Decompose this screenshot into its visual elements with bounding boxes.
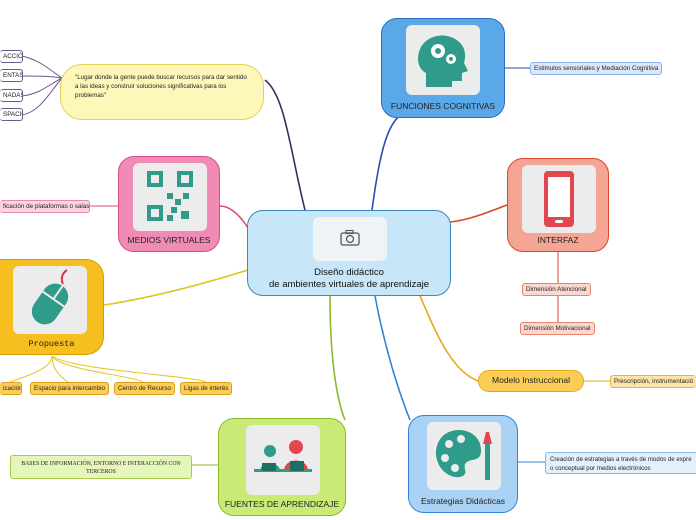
fuentes-aprendizaje-label: FUENTES DE APRENDIZAJE	[224, 499, 340, 509]
interfaz-label: INTERFAZ	[537, 235, 579, 245]
funciones-child[interactable]: Estimulos sensoriales y Mediación Cognit…	[530, 62, 663, 75]
funciones-cognitivas-label: FUNCIONES COGNITIVAS	[390, 101, 496, 111]
tablet-icon	[544, 171, 574, 227]
medios-virtuales-label: MEDIOS VIRTUALES	[127, 235, 211, 245]
fuentes-aprendizaje-node[interactable]: FUENTES DE APRENDIZAJE	[218, 418, 346, 516]
top-left-item-1[interactable]: ACCIÓN	[0, 50, 23, 63]
medios-virtuales-node[interactable]: MEDIOS VIRTUALES	[118, 156, 220, 252]
medios-child[interactable]: ficación de plataformas o salas	[0, 200, 90, 213]
top-left-item-4[interactable]: SPACIO	[0, 108, 23, 121]
propuesta-label: Propuesta	[28, 339, 75, 349]
fuentes-child[interactable]: BASES DE INFORMACIÓN, ENTORNO E INTERACC…	[10, 455, 192, 479]
estrategias-child[interactable]: Creación de estrategias a través de modo…	[545, 452, 696, 474]
propuesta-child-1[interactable]: icación	[0, 382, 22, 395]
brain-gears-icon	[418, 35, 468, 87]
interfaz-child-motivacional[interactable]: Dimensión Motivacional	[520, 322, 595, 335]
top-left-item-2[interactable]: ENTAS	[0, 69, 23, 82]
top-left-quote-bubble[interactable]: "Lugar donde la gente puede buscar recur…	[60, 64, 264, 120]
modelo-instruccional-node[interactable]: Modelo Instruccional	[478, 370, 584, 392]
interfaz-node[interactable]: INTERFAZ	[507, 158, 609, 252]
propuesta-child-3[interactable]: Centro de Recurso	[114, 382, 175, 395]
propuesta-child-4[interactable]: Ligas de interés	[180, 382, 233, 395]
estrategias-child-line2: o conceptual por medios electrónicos	[550, 465, 651, 472]
interfaz-child-atencional[interactable]: Dimensión Atencional	[522, 283, 591, 296]
central-title-line2: de ambientes virtuales de aprendizaje	[268, 279, 429, 290]
estrategias-child-line1: Creación de estrategias a través de modo…	[550, 456, 692, 463]
estrategias-didacticas-label: Estrategias Didácticas	[420, 496, 506, 506]
camera-icon	[340, 229, 360, 246]
estrategias-didacticas-node[interactable]: Estrategias Didácticas	[408, 415, 518, 513]
qr-code-icon	[147, 171, 193, 221]
central-node[interactable]: Diseño didáctico de ambientes virtuales …	[247, 210, 451, 296]
fuentes-child-text: BASES DE INFORMACIÓN, ENTORNO E INTERACC…	[21, 461, 181, 475]
top-left-quote-text: "Lugar donde la gente puede buscar recur…	[75, 74, 247, 99]
propuesta-node[interactable]: Propuesta	[0, 259, 104, 355]
funciones-cognitivas-node[interactable]: FUNCIONES COGNITIVAS	[381, 18, 505, 118]
central-title-line1: Diseño didáctico	[314, 267, 384, 278]
top-left-item-3[interactable]: NADAS	[0, 89, 23, 102]
modelo-instruccional-label: Modelo Instruccional	[492, 375, 570, 385]
people-at-computers-icon	[254, 440, 312, 472]
propuesta-child-2[interactable]: Espacio para intercambio	[30, 382, 110, 395]
mouse-icon	[31, 269, 69, 325]
paint-palette-icon	[435, 430, 492, 480]
modelo-child[interactable]: Prescripción, instrumentació	[610, 375, 696, 388]
